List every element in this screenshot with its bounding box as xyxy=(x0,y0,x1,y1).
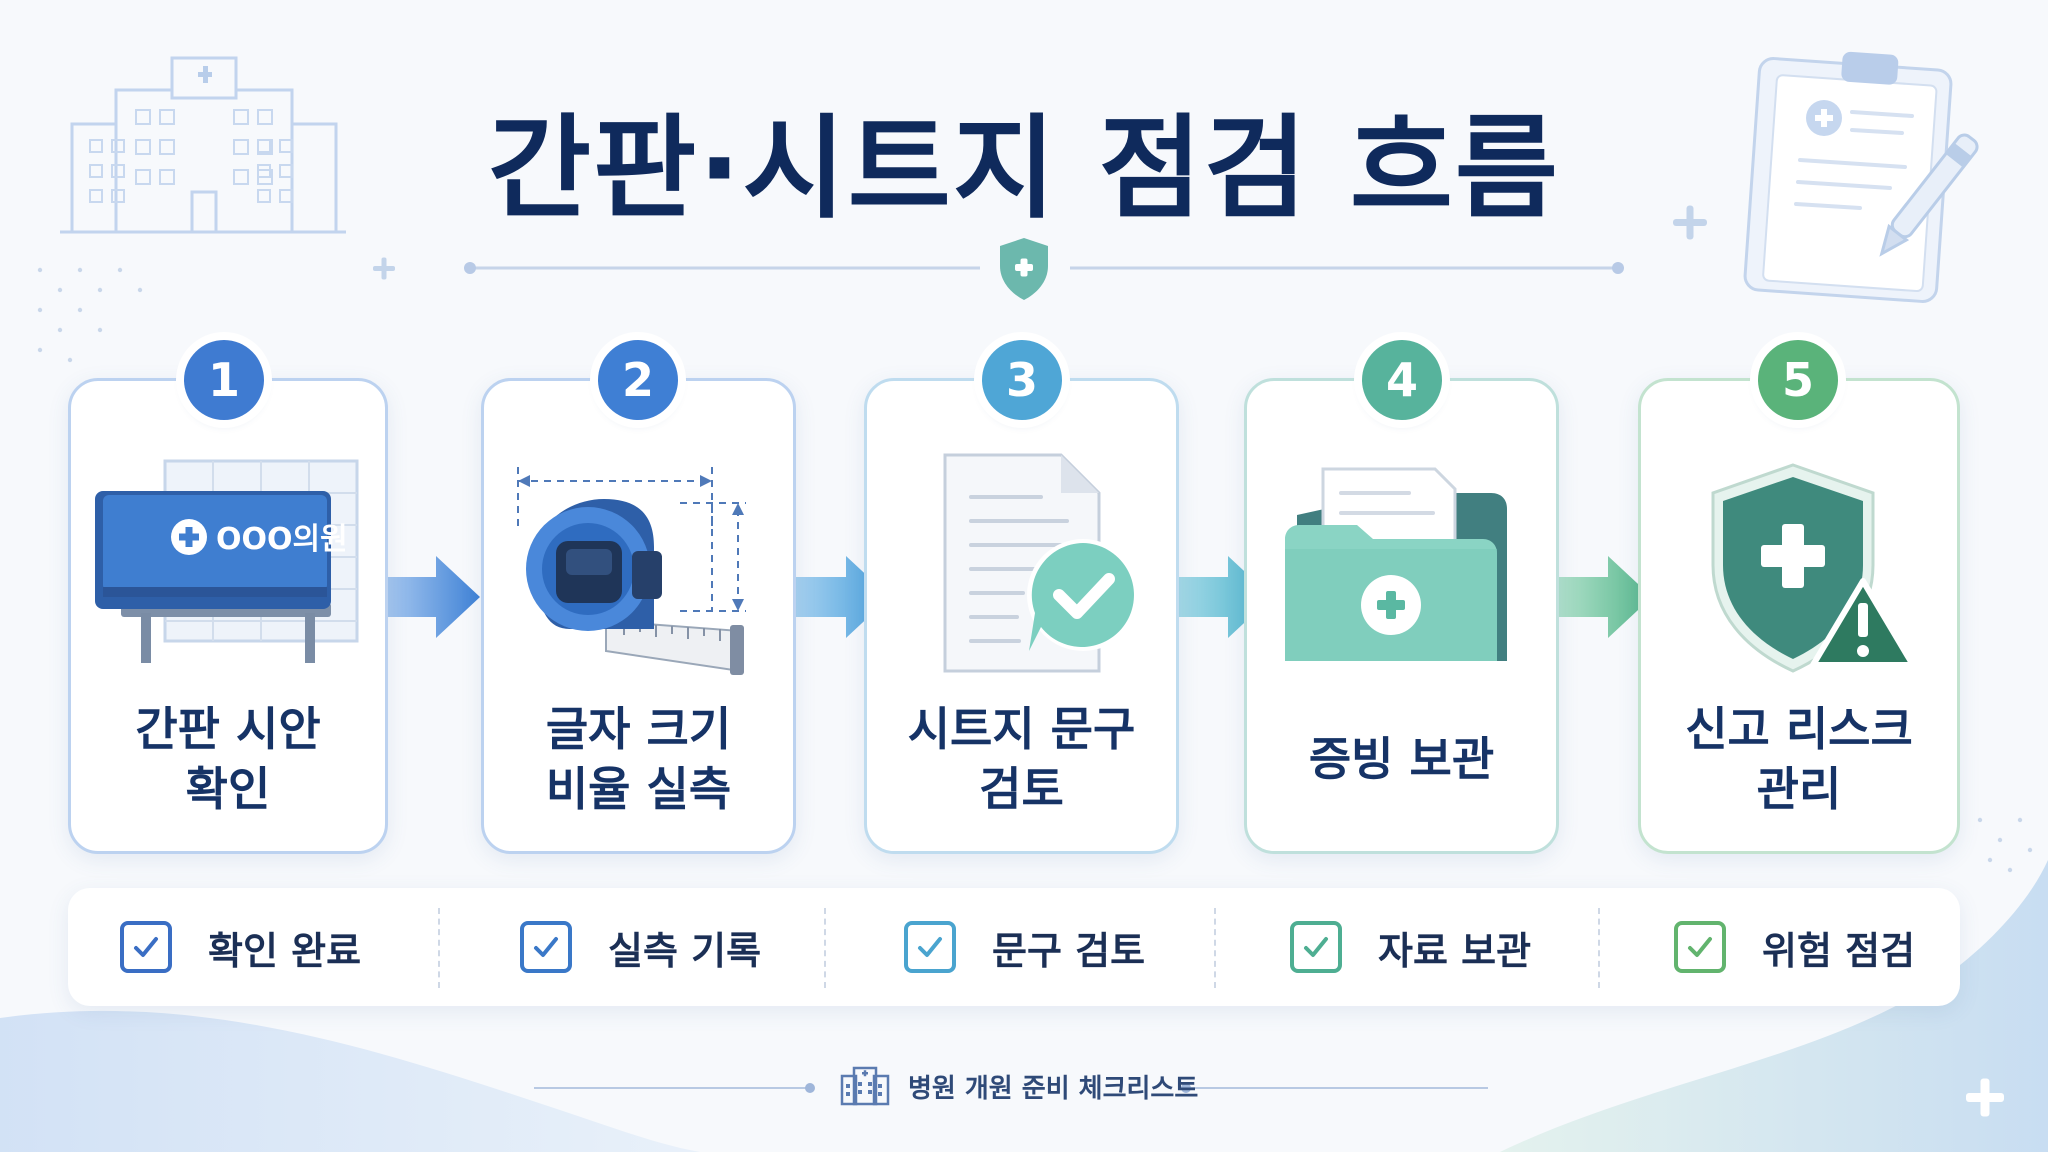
step-card-4: 증빙 보관 xyxy=(1244,378,1559,854)
checkbox-icon[interactable] xyxy=(1290,921,1342,973)
shield-plus-icon xyxy=(1000,238,1048,300)
step-badge-4: 4 xyxy=(1362,340,1442,420)
hospital-icon xyxy=(840,1066,890,1106)
shield-warning-icon xyxy=(1711,463,1916,673)
step-badge-2: 2 xyxy=(598,340,678,420)
checkbox-icon[interactable] xyxy=(120,921,172,973)
divider xyxy=(1598,908,1600,988)
arrow-right-icon xyxy=(1556,556,1652,638)
step-label-5: 신고 리스크 관리 xyxy=(1685,702,1913,816)
check-label-1: 확인 완료 xyxy=(208,928,362,973)
check-label-3: 문구 검토 xyxy=(992,928,1146,973)
divider xyxy=(824,908,826,988)
step-badge-5: 5 xyxy=(1758,340,1838,420)
step-label-1: 간판 시안 확인 xyxy=(135,702,321,816)
clinic-signboard-icon: OOO의원 xyxy=(95,459,359,663)
checklist-bar: 확인 완료 실측 기록 문구 검토 자료 보관 위험 점검 xyxy=(68,888,1960,1006)
checkbox-icon[interactable] xyxy=(1674,921,1726,973)
check-item-5[interactable]: 위험 점검 xyxy=(1674,888,1915,1006)
tape-measure-icon xyxy=(517,467,746,675)
step-badge-3: 3 xyxy=(982,340,1062,420)
check-item-1[interactable]: 확인 완료 xyxy=(120,888,361,1006)
divider xyxy=(438,908,440,988)
sign-text: OOO의원 xyxy=(216,522,348,557)
folder-plus-icon xyxy=(1285,467,1507,661)
step-card-2: 글자 크기 비율 실측 xyxy=(481,378,796,854)
step-label-4: 증빙 보관 xyxy=(1308,732,1495,786)
checkbox-icon[interactable] xyxy=(904,921,956,973)
step-label-3: 시트지 문구 검토 xyxy=(907,702,1136,816)
step-card-5: 신고 리스크 관리 xyxy=(1638,378,1960,854)
arrow-right-icon xyxy=(384,556,480,638)
footer-text: 병원 개원 준비 체크리스트 xyxy=(908,1074,1199,1104)
check-label-5: 위험 점검 xyxy=(1762,928,1916,973)
check-item-4[interactable]: 자료 보관 xyxy=(1290,888,1531,1006)
step-label-2: 글자 크기 비율 실측 xyxy=(545,702,732,816)
check-item-2[interactable]: 실측 기록 xyxy=(520,888,761,1006)
page-title: 간판·시트지 점검 흐름 xyxy=(488,104,1560,234)
document-check-icon xyxy=(943,453,1139,673)
check-label-2: 실측 기록 xyxy=(608,928,762,973)
divider xyxy=(1214,908,1216,988)
step-card-1: OOO의원 간판 시안 확인 xyxy=(68,378,388,854)
check-label-4: 자료 보관 xyxy=(1378,928,1532,973)
step-badge-1: 1 xyxy=(184,340,264,420)
step-card-3: 시트지 문구 검토 xyxy=(864,378,1179,854)
check-item-3[interactable]: 문구 검토 xyxy=(904,888,1145,1006)
checkbox-icon[interactable] xyxy=(520,921,572,973)
